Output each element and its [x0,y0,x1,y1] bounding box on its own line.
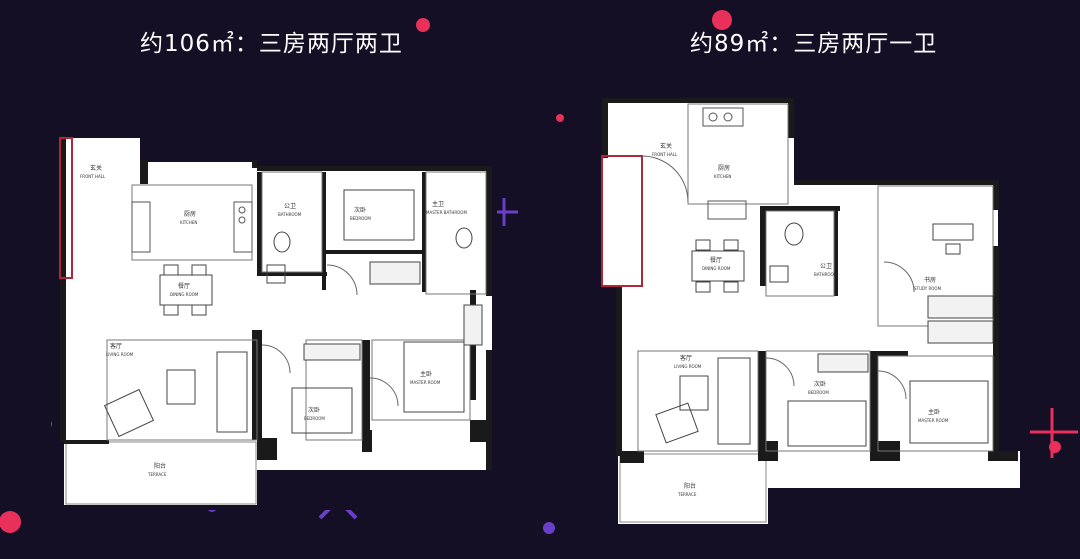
right-plan-title: 约89㎡：三房两厅一卫 [690,31,938,57]
label-terrace-en: TERRACE [147,472,167,477]
floor-plan-106: 玄关 FRONT HALL 厨房 KITCHEN 餐厅 DINING ROOM … [52,130,497,510]
label-bathroom-en: BATHROOM [814,272,838,277]
label-kitchen-en: KITCHEN [714,174,731,179]
label-living-cn: 客厅 [680,354,692,362]
label-dining-en: DINING ROOM [170,292,199,297]
label-terrace-cn: 阳台 [684,482,696,490]
toilets [266,227,473,284]
label-living-en: LIVING ROOM [106,352,134,357]
label-master-bath-cn: 主卫 [432,200,444,208]
partitions [637,103,994,452]
toilets [769,222,804,283]
label-bathroom-cn: 公卫 [820,263,832,270]
dining-table [691,239,745,293]
label-bedroom-en: BEDROOM [808,390,829,395]
terrace-area [65,441,257,505]
label-kitchen-en: KITCHEN [180,220,197,225]
door-swings [261,264,399,407]
label-master-en: MASTER ROOM [918,418,949,423]
label-dining-cn: 餐厅 [178,282,190,290]
exterior-walls [60,136,492,470]
label-kitchen-cn: 厨房 [718,164,730,172]
deco-dot [1049,441,1061,453]
label-bedroom3-en: BEDROOM [304,416,325,421]
deco-dot [543,522,555,534]
door-swings [641,155,915,400]
label-entry-en: FRONT HALL [652,152,678,157]
floor-area [602,100,1020,524]
label-master-cn: 主卧 [928,408,940,416]
label-bedroom3-cn: 次卧 [308,406,320,414]
dining-table [159,264,213,316]
label-master-en: MASTER ROOM [410,380,441,385]
label-entry-cn: 玄关 [660,142,672,150]
label-terrace-cn: 阳台 [154,462,166,470]
kitchen-fixtures [702,107,747,220]
exterior-walls [602,98,1018,463]
floor-plan-89: 玄关 FRONT HALL 厨房 KITCHEN 餐厅 DINING ROOM … [598,96,1026,526]
study-desk [932,223,974,255]
deco-dot [416,18,430,32]
living-sofa [103,351,248,438]
label-kitchen-cn: 厨房 [184,210,196,218]
label-study-en: STUDY ROOM [914,286,942,291]
label-entry-en: FRONT HALL [80,174,106,179]
living-sofa [655,357,751,445]
wardrobes [817,295,994,373]
wardrobes [303,261,483,361]
deco-plus [1030,408,1078,458]
entry-window [601,155,643,287]
label-dining-en: DINING ROOM [702,266,731,271]
label-study-cn: 书房 [924,276,936,284]
label-bedroom2-en: BEDROOM [350,216,371,221]
floor-area [60,138,492,505]
label-bathroom-en: BATHROOM [278,212,302,217]
label-bedroom-cn: 次卧 [814,380,826,388]
label-bedroom2-cn: 次卧 [354,206,366,214]
interior-walls [758,206,908,451]
floor-plan-106-drawing: 玄关 FRONT HALL 厨房 KITCHEN 餐厅 DINING ROOM … [52,130,497,510]
terrace-area [619,453,767,523]
beds [291,189,465,434]
kitchen-fixtures [131,201,253,253]
left-plan-title: 约106㎡：三房两厅两卫 [140,31,403,57]
label-terrace-en: TERRACE [677,492,697,497]
label-living-cn: 客厅 [110,342,122,350]
deco-dot [556,114,564,122]
deco-dot [0,511,21,533]
label-bathroom-cn: 公卫 [284,203,296,210]
label-master-cn: 主卧 [420,370,432,378]
entry-window [59,137,73,279]
label-living-en: LIVING ROOM [674,364,702,369]
floor-plan-89-drawing: 玄关 FRONT HALL 厨房 KITCHEN 餐厅 DINING ROOM … [598,96,1026,526]
label-master-bath-en: MASTER BATHROOM [426,210,467,215]
label-dining-cn: 餐厅 [710,256,722,264]
label-entry-cn: 玄关 [90,164,102,172]
beds [787,380,989,447]
